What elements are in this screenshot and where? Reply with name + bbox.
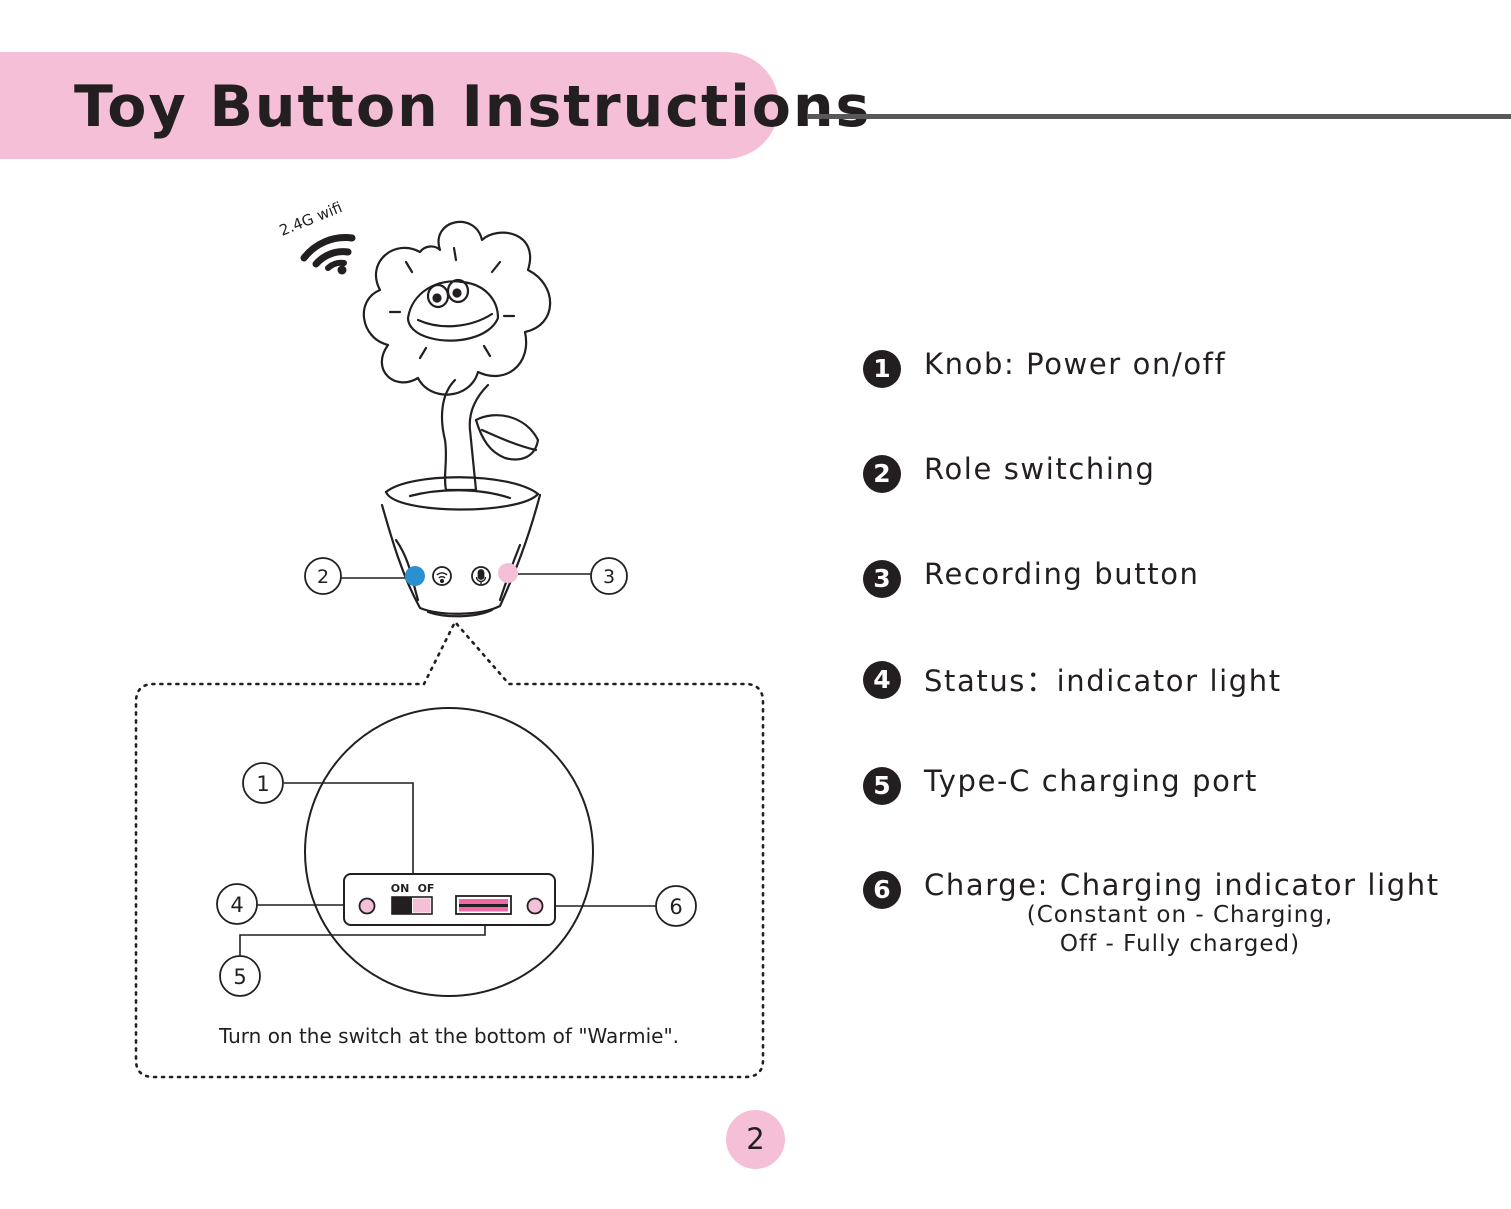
feature-number-badge: 2 [863,455,901,493]
record-button [498,563,518,583]
switch-on-label: ON [391,882,410,895]
callout-1-number: 1 [256,772,269,796]
feature-number-badge: 5 [863,767,901,805]
charge-indicator-light [526,897,544,915]
feature-number-badge: 4 [863,661,901,699]
callout-3 [590,557,628,595]
callout-1 [242,762,284,804]
callout-6-number: 6 [669,895,682,919]
switch-caption: Turn on the switch at the bottom of "War… [218,1024,680,1048]
feature-number-badge: 3 [863,560,901,598]
callout-4-number: 4 [230,893,243,917]
callout-3-number: 3 [603,566,615,588]
sunflower-toy-drawing [362,220,552,618]
feature-label: Role switching [924,452,1156,486]
title-banner [0,52,779,159]
feature-number-badge: 6 [863,871,901,909]
base-bottom-view [304,707,594,997]
feature-label: Recording button [924,557,1200,591]
callout-5 [219,955,261,997]
feature-label: Status：indicator light [924,664,1282,698]
switch-off-label: OF [418,882,435,895]
feature-label: Type-C charging port [924,764,1258,798]
page-number: 2 [726,1110,785,1169]
power-switch [391,896,433,915]
callout-5-number: 5 [233,965,246,989]
callout-6 [655,885,697,927]
zoom-detail-frame [134,619,765,1079]
feature-detail-charging: (Constant on - Charging, [1026,902,1334,928]
wifi-icon [300,234,356,275]
role-switch-button [405,566,425,586]
feature-detail-charged: Off - Fully charged) [1059,931,1301,957]
feature-label: Knob: Power on/off [924,347,1227,381]
feature-number-badge: 1 [863,350,901,388]
bottom-control-panel [343,873,556,926]
microphone-icon [471,566,491,586]
callout-2 [304,557,342,595]
callout-4 [216,883,258,925]
callout-2-number: 2 [317,566,329,588]
page-title: Toy Button Instructions [74,74,872,140]
feature-label: Charge: Charging indicator light [924,868,1440,902]
type-c-port [455,895,512,915]
wifi-small-icon [432,566,452,586]
status-indicator-light [358,897,376,915]
title-divider [808,114,1511,119]
wifi-label: 2.4G wifi [277,198,345,239]
